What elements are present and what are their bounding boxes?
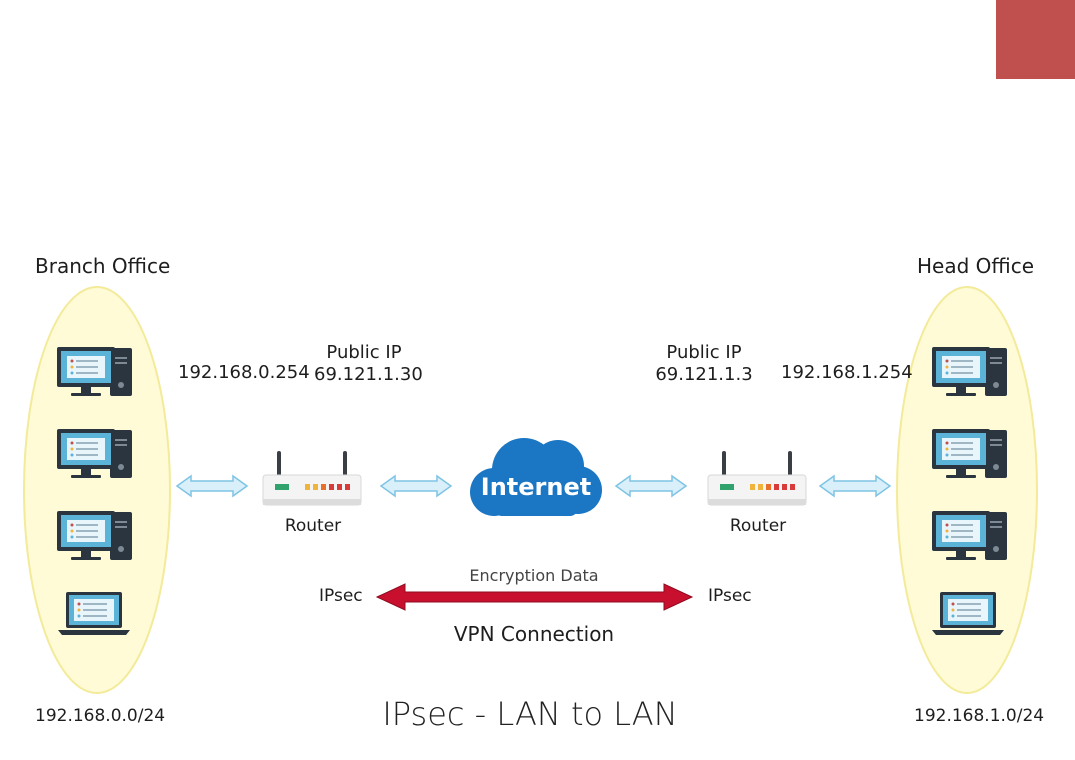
link-arrow bbox=[820, 476, 892, 498]
desktop-icon bbox=[930, 345, 1010, 405]
internet-label: Internet bbox=[466, 473, 606, 501]
desktop-icon bbox=[930, 427, 1010, 487]
link-arrow bbox=[381, 476, 453, 498]
desktop-icon bbox=[55, 509, 135, 569]
head-ipsec-label: IPsec bbox=[708, 586, 752, 606]
head-public-ip: 69.121.1.3 bbox=[654, 364, 754, 385]
branch-lan-ip: 192.168.0.254 bbox=[178, 362, 310, 383]
branch-subnet: 192.168.0.0/24 bbox=[35, 706, 165, 726]
desktop-icon bbox=[930, 509, 1010, 569]
laptop-icon bbox=[932, 590, 1012, 640]
vpn-connection-label: VPN Connection bbox=[434, 622, 634, 646]
branch-public-ip: 69.121.1.30 bbox=[314, 364, 414, 385]
branch-ipsec-label: IPsec bbox=[319, 586, 363, 606]
link-arrow bbox=[616, 476, 688, 498]
head-router-label: Router bbox=[708, 516, 808, 536]
branch-router-label: Router bbox=[263, 516, 363, 536]
vpn-tunnel-arrow bbox=[377, 582, 692, 612]
router-icon bbox=[263, 451, 363, 507]
branch-public-ip-label: Public IP bbox=[314, 342, 414, 363]
desktop-icon bbox=[55, 345, 135, 405]
laptop-icon bbox=[58, 590, 138, 640]
head-subnet: 192.168.1.0/24 bbox=[914, 706, 1044, 726]
desktop-icon bbox=[55, 427, 135, 487]
head-lan-ip: 192.168.1.254 bbox=[781, 362, 913, 383]
router-icon bbox=[708, 451, 808, 507]
head-public-ip-label: Public IP bbox=[654, 342, 754, 363]
diagram-title: IPsec - LAN to LAN bbox=[330, 695, 730, 733]
link-arrow bbox=[177, 476, 249, 498]
